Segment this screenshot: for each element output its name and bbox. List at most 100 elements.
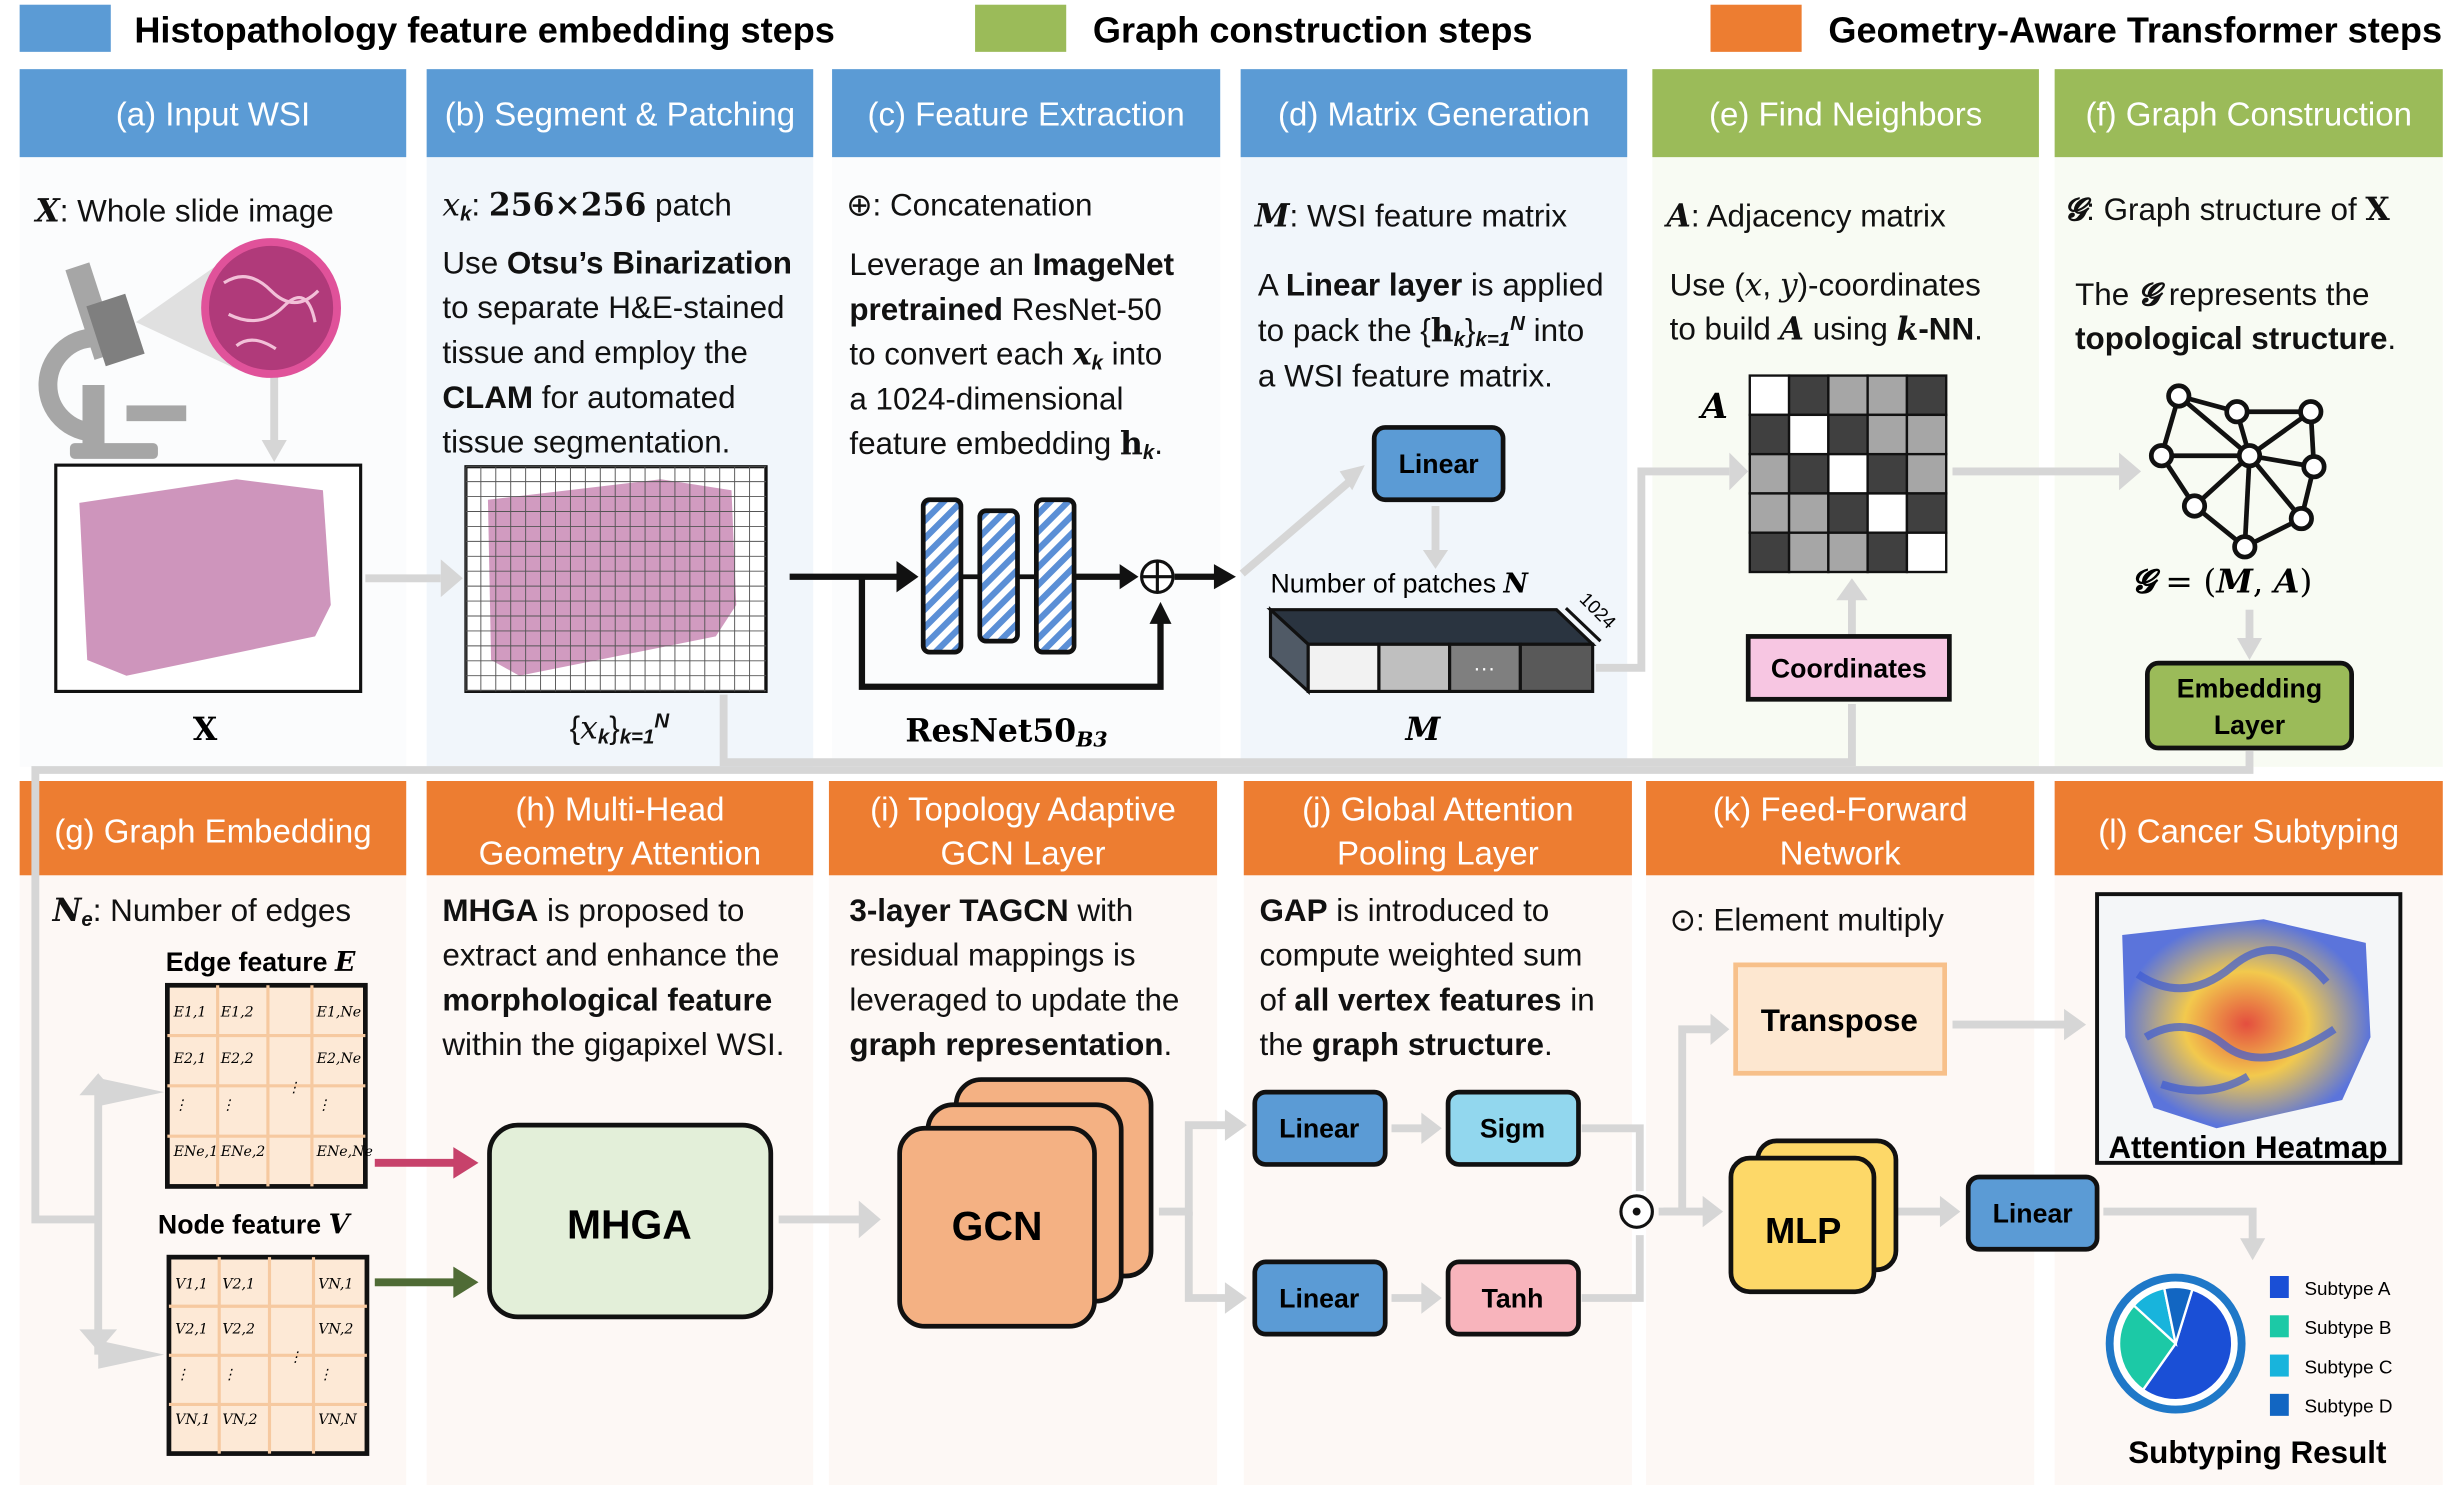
wsi-title: X: Whole slide image [33, 193, 333, 230]
patch-tissue [487, 479, 737, 676]
mhga-label: MHGA [567, 1201, 692, 1247]
description-line: to build A using k-NN. [1670, 310, 1983, 347]
graph-node [2166, 383, 2192, 409]
subtyping-result-label: Subtyping Result [2128, 1435, 2387, 1470]
text-segment: . [1974, 311, 1983, 346]
step-header [1652, 69, 2039, 158]
subtype-swatch [2269, 1315, 2289, 1338]
text-segment: : Graph structure of [2086, 192, 2365, 227]
legend-label: Geometry-Aware Transformer steps [1828, 9, 2442, 50]
adjacency-cell [1748, 492, 1791, 534]
step-header-label: (h) Multi-Head [515, 790, 724, 827]
connectors [31, 377, 2257, 1355]
text-segment: Use ( [1670, 267, 1746, 302]
step-header-label: (i) Topology Adaptive [870, 790, 1176, 827]
text-segment: E [334, 947, 356, 978]
description-line: pretrained ResNet-50 [849, 292, 1161, 327]
step-header [1243, 781, 1632, 876]
text-segment: of [1259, 982, 1294, 1017]
patches-label: Number of patches N [1270, 568, 1529, 599]
matrix-title: M: WSI feature matrix [1254, 197, 1568, 234]
adjacency-cell [1787, 531, 1830, 574]
text-segment: graph representation [849, 1027, 1163, 1062]
description-line: MHGA is proposed to [442, 893, 744, 928]
adjacency-cell [1748, 531, 1791, 574]
text-segment: X [33, 193, 61, 230]
graph-edge [2177, 394, 2252, 458]
text-segment: M [1254, 197, 1291, 234]
text-segment: a WSI feature matrix. [1258, 359, 1553, 394]
subtype-swatch [2269, 1393, 2289, 1416]
text-segment: compute weighted sum [1259, 938, 1582, 973]
step-header [828, 781, 1218, 876]
adjacency-cell [1866, 452, 1909, 495]
description-line: a 1024-dimensional [849, 381, 1123, 416]
matrix-ellipsis: ⋮ [288, 1350, 302, 1366]
text-segment: graph structure [1312, 1027, 1544, 1062]
text-segment: N [52, 892, 83, 929]
transpose-label: Transpose [1761, 1003, 1918, 1038]
matrix-cell: V2,1 [175, 1322, 208, 1338]
pie-slice [2162, 1285, 2194, 1344]
text-segment: x [1072, 336, 1093, 373]
adjacency-cell [1905, 531, 1948, 574]
legend-swatch-green [975, 4, 1067, 52]
text-segment: k [460, 203, 473, 225]
matrix-cell: ⋮ [174, 1097, 188, 1113]
embedding-layer-box [2145, 660, 2354, 751]
text-segment: Number of patches [1270, 568, 1503, 598]
adjacency-cell [1905, 492, 1948, 534]
text-segment: Edge feature [166, 947, 335, 977]
description-line: GAP is introduced to [1259, 893, 1549, 928]
description-line: 3-layer TAGCN with [849, 893, 1133, 928]
legend-swatch-blue [19, 4, 111, 52]
adjacency-cell [1748, 374, 1791, 417]
text-segment: is introduced to [1328, 893, 1550, 928]
text-segment: y [1778, 267, 1799, 303]
text-segment: into [1103, 337, 1162, 372]
connector-arrowheads [79, 440, 2266, 1369]
linear-layer-box [1371, 425, 1506, 503]
text-segment: k [1897, 310, 1919, 347]
transpose-box [1733, 962, 1947, 1076]
description-line: residual mappings is [849, 938, 1135, 973]
legend-label: Histopathology feature embedding steps [134, 9, 835, 50]
text-segment: 3-layer TAGCN [849, 893, 1068, 928]
adjacency-cell [1787, 492, 1830, 534]
text-segment: CLAM [442, 380, 533, 415]
subtype-label: Subtype A [2305, 1278, 2391, 1299]
resnet-caption: ResNet50B3 [905, 713, 1107, 752]
gcn-label: GCN [952, 1203, 1043, 1249]
text-segment: topological structure [2075, 321, 2387, 356]
graph-node [2298, 399, 2324, 425]
matrix-cell: ENe,Ne [316, 1144, 373, 1160]
matrix-cell: E2,1 [173, 1051, 207, 1067]
text-segment: = ( [2155, 561, 2217, 600]
text-segment: ⊙: Element multiply [1670, 902, 1944, 937]
graph-edge [2247, 454, 2304, 521]
graph-node [2181, 493, 2208, 519]
matrix-cell: E2,2 [220, 1051, 254, 1067]
step-header [1646, 781, 2035, 876]
graph-node [2236, 443, 2263, 469]
step-header-label: (f) Graph Construction [2085, 96, 2411, 133]
description-line: to convert each xk into [849, 336, 1162, 375]
wsi-caption: X [193, 711, 218, 748]
text-segment: A [1777, 310, 1804, 347]
text-segment: )-coordinates [1798, 267, 1981, 302]
step-header-label: (l) Cancer Subtyping [2098, 812, 2399, 849]
matrix-cell: VN,1 [175, 1412, 210, 1428]
matrix-cell: VN,2 [318, 1322, 353, 1338]
text-segment: V [329, 1210, 352, 1241]
text-segment: Linear layer [1286, 267, 1462, 302]
text-segment: h [1120, 425, 1143, 462]
text-segment: . [1154, 426, 1163, 461]
text-segment: ResNet50 [905, 713, 1076, 750]
description-line: topological structure. [2075, 321, 2396, 356]
ellipsis: ··· [1473, 656, 1495, 681]
text-segment: k [598, 727, 611, 749]
graph-node [2148, 443, 2175, 469]
